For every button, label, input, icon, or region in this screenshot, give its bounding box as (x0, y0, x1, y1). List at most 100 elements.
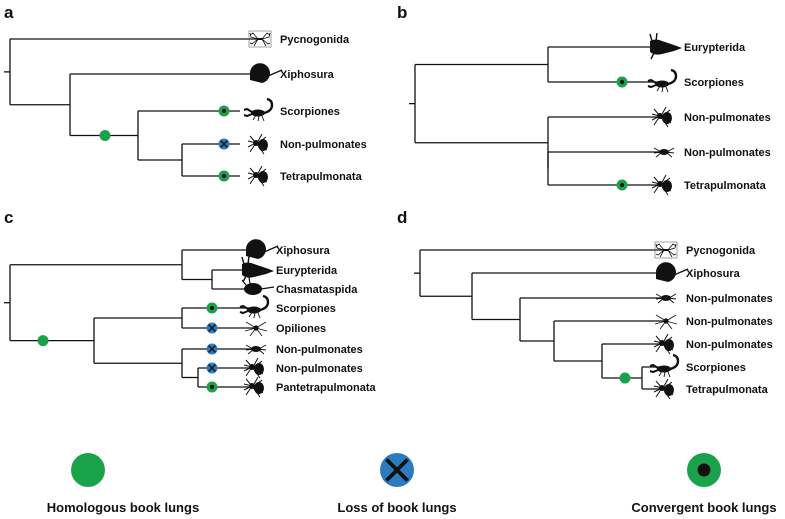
harvestman-legs (654, 314, 678, 330)
eurypterid-icon (649, 32, 682, 60)
mite-body (251, 346, 261, 352)
taxon-label: Eurypterida (684, 42, 746, 54)
panel-c: cXiphosuraEurypteridaChasmataspidaScorpi… (4, 208, 377, 398)
taxon-label: Non-pulmonates (684, 147, 771, 159)
scorpion-claws (649, 363, 659, 374)
sea-spider-legs (249, 32, 271, 47)
taxon-label: Xiphosura (276, 245, 331, 257)
loss-of-book-lungs-marker (206, 322, 218, 334)
scorpion-legs (248, 311, 261, 319)
mite-icon (245, 344, 267, 355)
mite-icon (653, 147, 675, 158)
spider-abdomen (254, 363, 264, 375)
sea-spider-icon (248, 30, 272, 48)
taxon-label: Non-pulmonates (276, 344, 363, 356)
sea-spider-frame (248, 30, 272, 48)
tree-branches (4, 249, 258, 388)
taxon-row: Chasmataspida (241, 276, 358, 296)
taxon-label: Non-pulmonates (686, 293, 773, 305)
homologous-book-lungs-marker (37, 335, 49, 347)
convergent-book-lungs-marker (616, 179, 628, 191)
taxon-label: Non-pulmonates (684, 112, 771, 124)
taxon-label: Eurypterida (276, 265, 338, 277)
loss-of-book-lungs-marker (206, 343, 218, 355)
scorpion-icon (243, 97, 274, 122)
scorpion-tail (259, 294, 270, 312)
taxon-row: Tetrapulmonata (247, 165, 363, 187)
loss-marker-cross (208, 364, 216, 372)
taxon-label: Scorpiones (280, 106, 340, 118)
taxon-label: Non-pulmonates (686, 316, 773, 328)
spider-legs (651, 106, 672, 128)
convergent-book-lungs-marker (687, 453, 721, 487)
spider-abdomen (662, 112, 672, 124)
spider-legs (243, 357, 264, 379)
scorpion-tail (667, 68, 678, 86)
taxon-row: Non-pulmonates (653, 147, 771, 159)
spider-legs (247, 133, 268, 155)
taxon-row: Non-pulmonates (654, 314, 773, 330)
taxon-row: Non-pulmonates (655, 293, 773, 305)
loss-of-book-lungs-marker (218, 138, 230, 150)
taxon-row: Scorpiones (243, 97, 340, 122)
scorpion-body (251, 109, 265, 117)
horseshoe-telson (267, 69, 283, 77)
panel-b: bEurypteridaScorpionesNon-pulmonatesNon-… (397, 3, 771, 196)
taxon-row: Non-pulmonates (243, 357, 363, 379)
loss-of-book-lungs-marker (380, 453, 414, 487)
taxon-label: Chasmataspida (276, 284, 358, 296)
spider-abdomen (258, 171, 268, 183)
spider-icon (651, 106, 672, 128)
homologous-book-lungs-marker (71, 453, 105, 487)
eurypterid-body (650, 39, 682, 55)
scorpion-claws (243, 107, 253, 118)
panel-a: aPycnogonidaXiphosuraScorpionesNon-pulmo… (4, 3, 367, 187)
horseshoe-carapace (249, 63, 270, 83)
taxon-row: Tetrapulmonata (653, 378, 769, 400)
taxon-label: Xiphosura (686, 268, 741, 280)
scorpion-tail (263, 97, 274, 115)
eurypterid-icon (241, 255, 274, 283)
taxon-row: Pycnogonida (654, 241, 756, 259)
convergent-marker-dot (221, 108, 227, 114)
convergent-book-lungs-marker (616, 76, 628, 88)
spider-legs (247, 165, 268, 187)
spider-legs (653, 333, 674, 355)
mite-legs (245, 344, 267, 355)
tree-branches (4, 38, 262, 177)
spider-icon (651, 174, 672, 196)
panel-letter: d (397, 208, 407, 227)
convergent-marker-dot (619, 79, 625, 85)
scorpion-tail (669, 353, 680, 371)
horseshoe-crab-icon (245, 239, 279, 259)
scorpion-icon (647, 68, 678, 93)
convergent-book-lungs-marker (206, 381, 218, 393)
legend-item: Homologous book lungs (47, 453, 199, 515)
taxon-label: Pycnogonida (686, 245, 756, 257)
taxon-row: Pantetrapulmonata (243, 376, 377, 398)
spider-abdomen (254, 382, 264, 394)
loss-marker-cross (208, 324, 216, 332)
homologous-book-lungs-marker (619, 372, 631, 384)
legend-label: Loss of book lungs (337, 500, 456, 515)
spider-abdomen (258, 139, 268, 151)
mite-legs (655, 293, 677, 304)
taxon-row: Xiphosura (245, 239, 331, 259)
panel-d: dPycnogonidaXiphosuraNon-pulmonatesNon-p… (397, 208, 773, 400)
taxon-label: Opiliones (276, 323, 326, 335)
tree-branches (409, 46, 660, 186)
chasmataspid-icon (241, 276, 275, 295)
legend-item: Convergent book lungs (631, 453, 777, 515)
convergent-book-lungs-marker (206, 302, 218, 314)
taxon-label: Non-pulmonates (686, 339, 773, 351)
mite-legs (653, 147, 675, 158)
convergent-book-lungs-marker (218, 105, 230, 117)
scorpion-claws (239, 304, 249, 315)
mite-body (659, 149, 669, 155)
harvestman-legs (244, 321, 268, 337)
spider-abdomen (662, 180, 672, 192)
spider-legs (653, 378, 674, 400)
taxon-row: Xiphosura (655, 262, 741, 282)
